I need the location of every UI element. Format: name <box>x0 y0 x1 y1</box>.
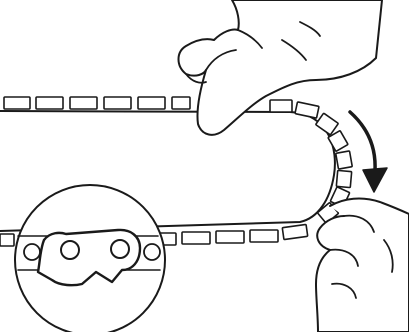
direction-arrow-icon <box>350 112 387 192</box>
hand-holding-chain <box>316 199 409 332</box>
chain-link-detail <box>15 185 165 332</box>
